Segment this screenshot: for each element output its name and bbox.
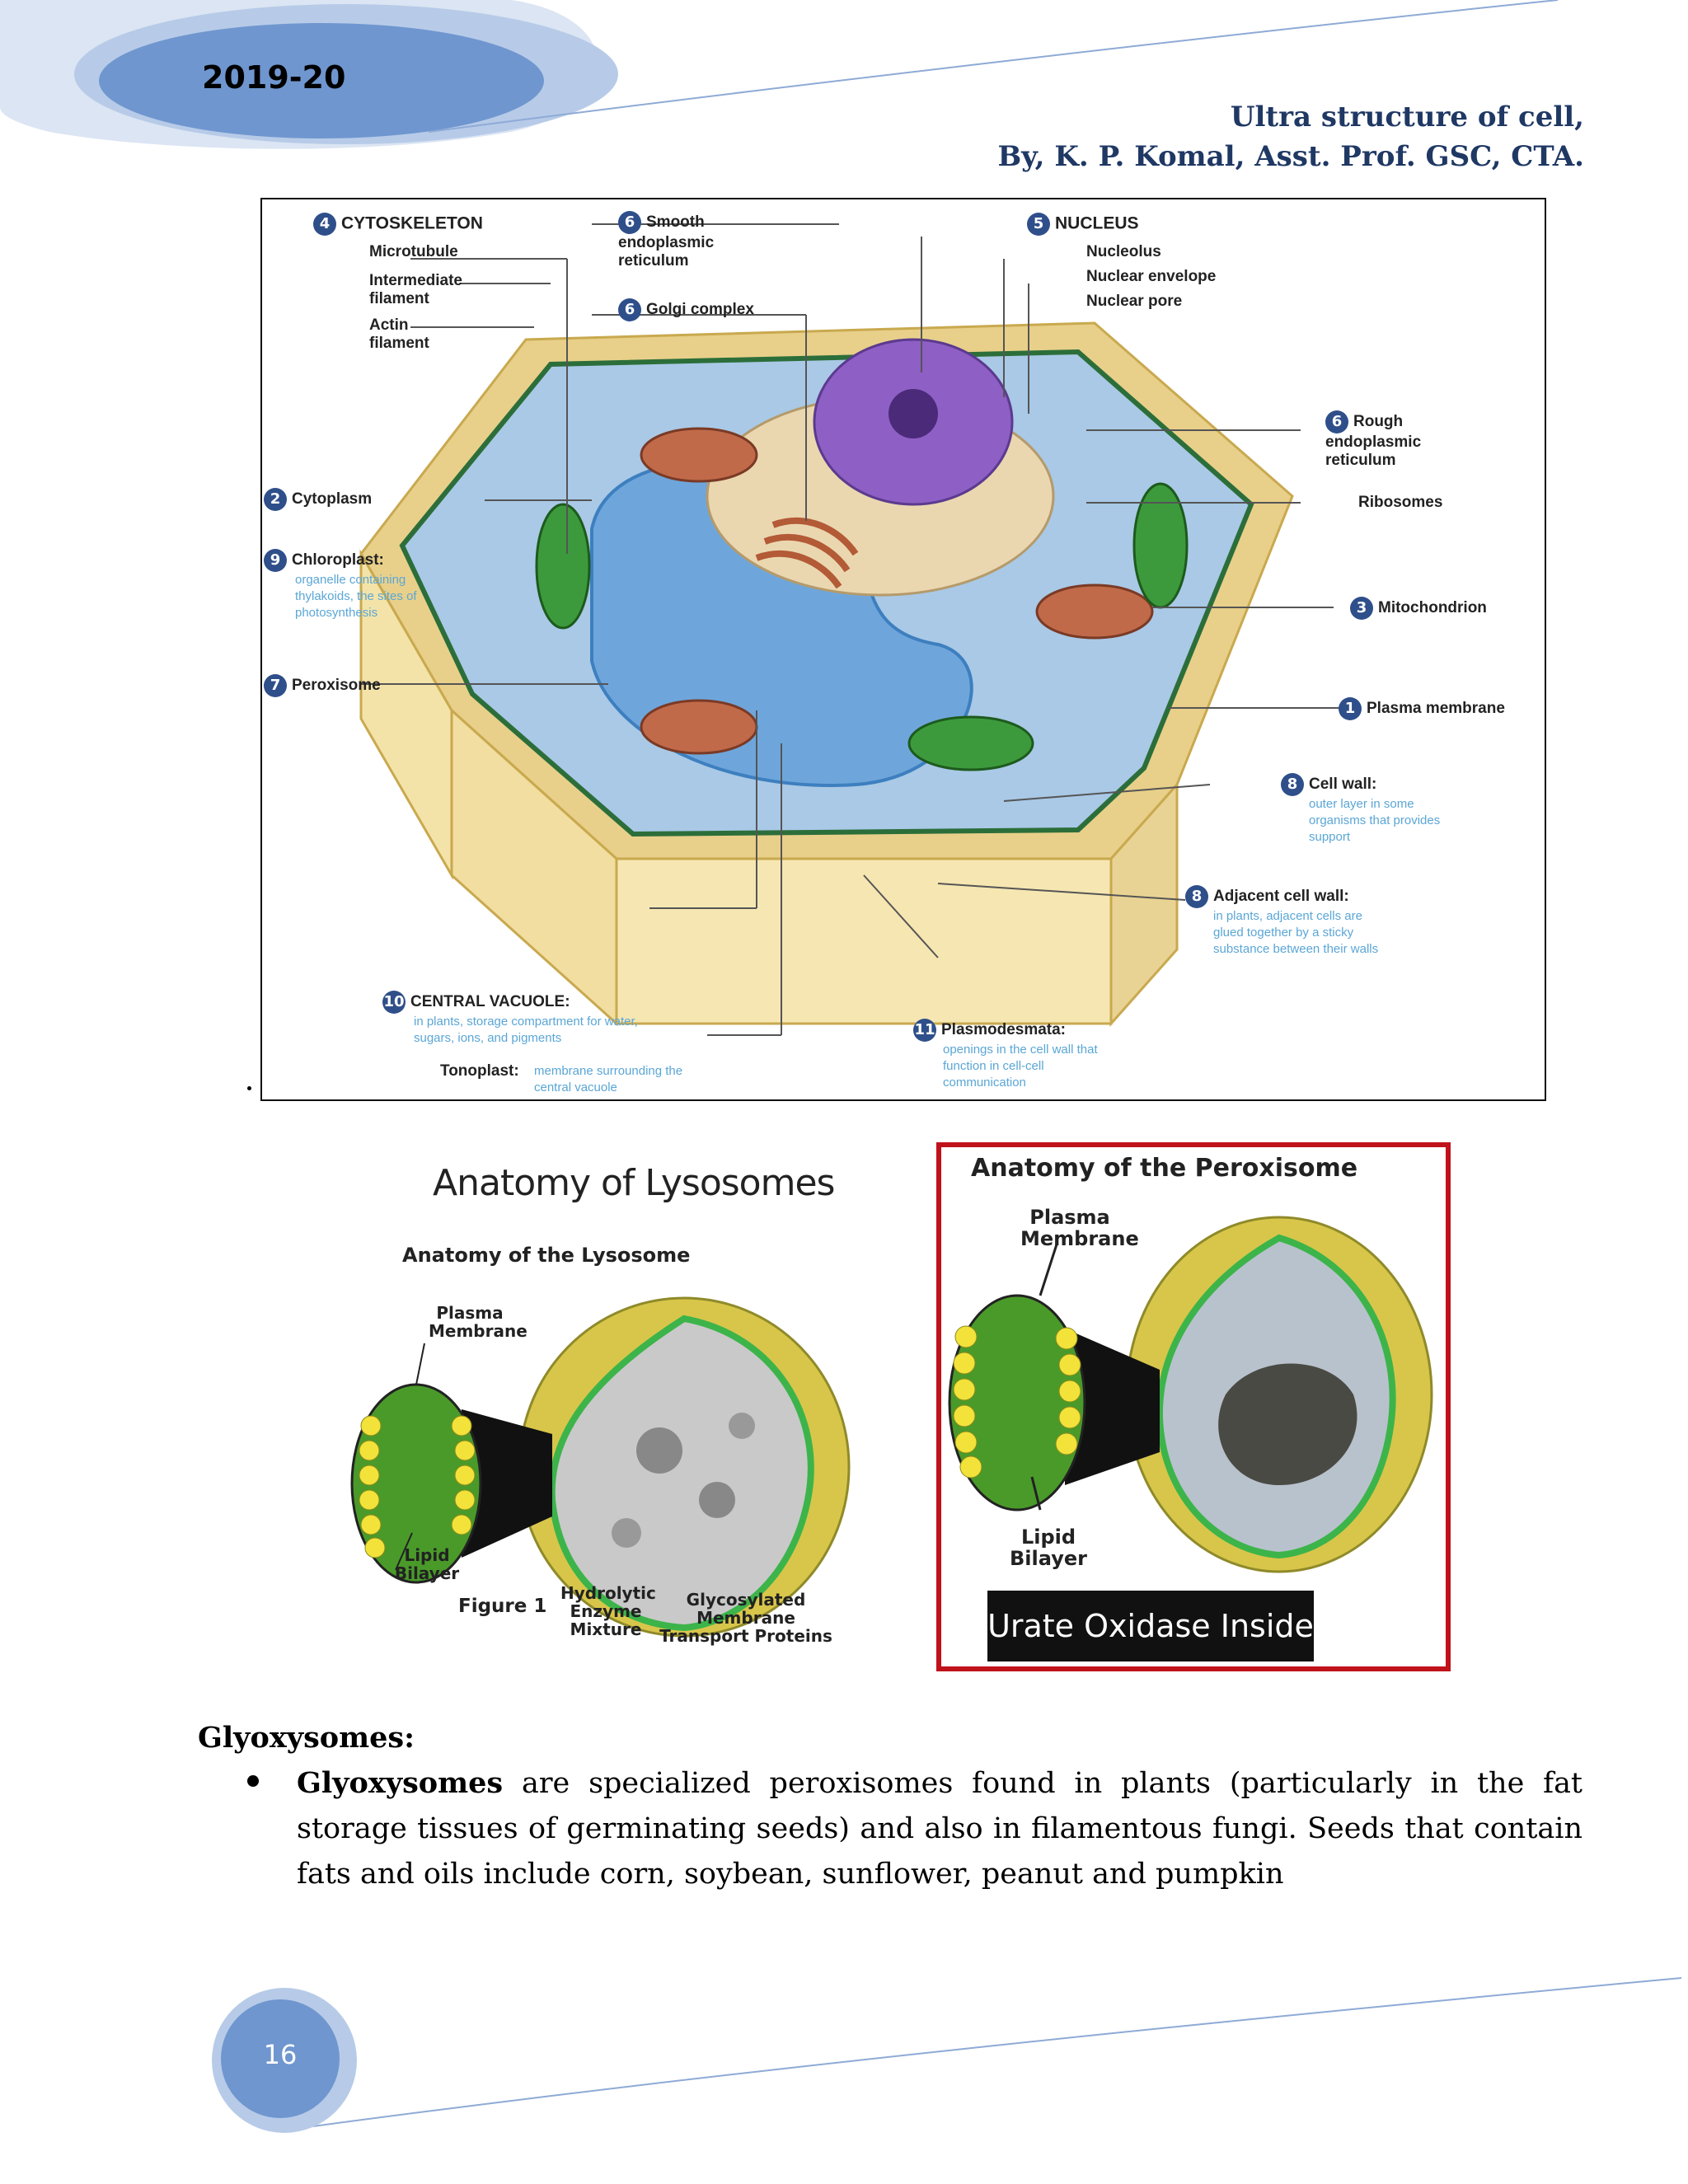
lysosome-hydrolytic-label: Hydrolytic Enzyme Mixture xyxy=(560,1583,656,1639)
page-number: 16 xyxy=(263,2039,298,2070)
text-plasma-membrane: Plasma membrane xyxy=(1367,700,1505,718)
peroxisome-illustration xyxy=(948,1216,1433,1573)
label-mitochondrion: 3 Mitochondrion xyxy=(1350,597,1487,620)
badge-mitochondrion: 3 xyxy=(1350,597,1373,620)
lysosome-figure-title: Anatomy of Lysosomes xyxy=(433,1162,835,1204)
bullet-bold-term: Glyoxysomes xyxy=(297,1766,504,1800)
header-year: 2019-20 xyxy=(202,59,346,96)
label-peroxisome: 7 Peroxisome xyxy=(264,674,381,697)
header-line-2: By, K. P. Komal, Asst. Prof. GSC, CTA. xyxy=(997,140,1584,173)
text-chloroplast: Chloroplast: xyxy=(292,551,384,569)
badge-plasma-membrane: 1 xyxy=(1339,697,1362,720)
text-plasmodesmata: Plasmodesmata: xyxy=(941,1021,1067,1039)
label-adjacent-cell-wall: 8 Adjacent cell wall: xyxy=(1185,885,1349,908)
desc-tonoplast: membrane surrounding the central vacuole xyxy=(534,1064,683,1094)
badge-cytoskeleton: 4 xyxy=(313,213,336,236)
badge-plasmodesmata: 11 xyxy=(913,1019,936,1042)
text-cell-wall: Cell wall: xyxy=(1309,776,1377,794)
badge-peroxisome: 7 xyxy=(264,674,287,697)
badge-central-vacuole: 10 xyxy=(382,991,406,1014)
label-tonoplast: Tonoplast: xyxy=(440,1062,519,1080)
stray-dot xyxy=(247,1086,251,1090)
label-golgi: 6 Golgi complex xyxy=(618,298,754,321)
badge-smooth-er: 6 xyxy=(618,211,641,234)
urate-oxidase-banner: Urate Oxidase Inside xyxy=(987,1591,1314,1661)
lysosome-illustration xyxy=(350,1296,851,1638)
desc-adjacent-cell-wall: in plants, adjacent cells are glued toge… xyxy=(1213,909,1379,956)
section-heading: Glyoxysomes: xyxy=(198,1721,415,1755)
text-cytoplasm: Cytoplasm xyxy=(292,490,373,509)
bullet-paragraph: Glyoxysomes are specialized peroxisomes … xyxy=(297,1760,1582,1897)
label-cytoplasm: 2 Cytoplasm xyxy=(264,488,372,511)
text-rough-er: Rough endoplasmic reticulum xyxy=(1325,413,1422,469)
text-smooth-er: Smooth endoplasmic reticulum xyxy=(618,213,715,269)
header-title: Ultra structure of cell, By, K. P. Komal… xyxy=(997,97,1584,176)
label-actin-filament: Actin filament xyxy=(369,316,429,352)
desc-central-vacuole: in plants, storage compartment for water… xyxy=(414,1015,638,1045)
badge-chloroplast: 9 xyxy=(264,549,287,572)
lysosome-subtitle: Anatomy of the Lysosome xyxy=(402,1244,691,1267)
text-peroxisome: Peroxisome xyxy=(292,677,381,695)
text-adjacent-cell-wall: Adjacent cell wall: xyxy=(1213,888,1349,906)
label-intermediate-filament: Intermediate filament xyxy=(369,272,462,307)
text-cytoskeleton: CYTOSKELETON xyxy=(341,213,483,233)
lysosome-plasma-membrane-label: Plasma Membrane xyxy=(429,1303,528,1341)
label-nuclear-pore: Nuclear pore xyxy=(1086,293,1183,310)
footer-decoration xyxy=(212,1977,1682,2133)
bullet-body-text: are specialized peroxisomes found in pla… xyxy=(297,1767,1582,1891)
badge-rough-er: 6 xyxy=(1325,410,1348,434)
desc-cell-wall: outer layer in some organisms that provi… xyxy=(1309,797,1441,844)
lysosome-lipid-bilayer-label: Lipid Bilayer xyxy=(394,1545,460,1583)
peroxisome-plasma-membrane-label: Plasma Membrane xyxy=(1020,1206,1139,1250)
badge-cell-wall: 8 xyxy=(1281,773,1304,796)
text-nucleus: NUCLEUS xyxy=(1055,213,1139,233)
label-microtubule: Microtubule xyxy=(369,243,458,260)
label-ribosomes: Ribosomes xyxy=(1358,494,1443,511)
label-cell-wall: 8 Cell wall: xyxy=(1281,773,1376,796)
peroxisome-figure: Anatomy of the Peroxisome Plasma Membran… xyxy=(936,1142,1451,1671)
label-plasma-membrane: 1 Plasma membrane xyxy=(1339,697,1505,720)
badge-golgi: 6 xyxy=(618,298,641,321)
badge-adjacent-cell-wall: 8 xyxy=(1185,885,1208,908)
label-nucleolus: Nucleolus xyxy=(1086,243,1161,260)
header-line-1: Ultra structure of cell, xyxy=(1230,101,1584,134)
label-nuclear-envelope: Nuclear envelope xyxy=(1086,268,1217,285)
label-plasmodesmata: 11 Plasmodesmata: xyxy=(913,1019,1066,1042)
text-mitochondrion: Mitochondrion xyxy=(1378,599,1487,617)
desc-chloroplast: organelle containing thylakoids, the sit… xyxy=(295,573,417,620)
lysosome-figure-label: Figure 1 xyxy=(458,1596,547,1617)
badge-nucleus: 5 xyxy=(1027,213,1050,236)
peroxisome-figure-title: Anatomy of the Peroxisome xyxy=(971,1154,1358,1183)
badge-cytoplasm: 2 xyxy=(264,488,287,511)
text-golgi: Golgi complex xyxy=(646,301,754,319)
plant-cell-illustration xyxy=(359,223,1342,1036)
label-chloroplast: 9 Chloroplast: xyxy=(264,549,384,572)
text-central-vacuole: CENTRAL VACUOLE: xyxy=(410,993,570,1011)
peroxisome-lipid-bilayer-label: Lipid Bilayer xyxy=(1010,1526,1087,1570)
header-decoration xyxy=(0,0,1559,149)
desc-plasmodesmata: openings in the cell wall that function … xyxy=(943,1043,1098,1090)
lysosome-glycosylated-label: Glycosylated Membrane Transport Proteins xyxy=(659,1590,832,1646)
bullet-point xyxy=(247,1775,259,1787)
